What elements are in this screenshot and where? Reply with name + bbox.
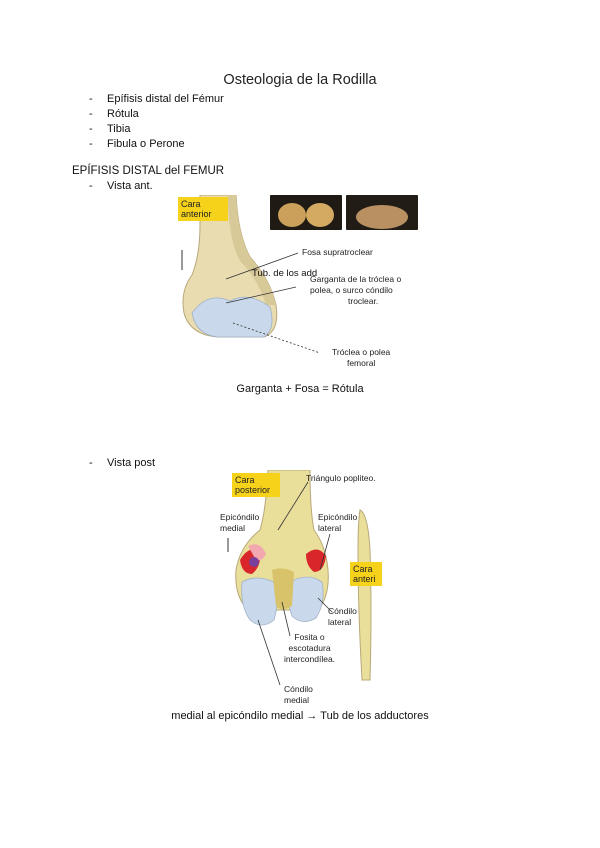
photo-femur-2-image <box>356 205 408 229</box>
label-epicondilo-lateral: Epicóndilo lateral <box>318 512 358 533</box>
anterior-femur-illustration <box>181 194 321 354</box>
posterior-femur-figure: Cara posterior Cara anteri Triángulo pop… <box>218 469 388 710</box>
list-item: -Tibia <box>89 123 131 135</box>
label-condilo-lateral: Cóndilo lateral <box>328 606 357 627</box>
page-title: Osteologia de la Rodilla <box>223 72 377 88</box>
caption-posterior: medial al epicóndilo medial → Tub de los… <box>171 710 429 722</box>
label-fosa-supratroclear: Fosa supratroclear <box>302 247 373 257</box>
posterior-femur-illustration <box>227 469 372 686</box>
label-condilo-medial: Cóndilo medial <box>284 684 313 705</box>
label-fosita-intercondilea: Fosita o escotadura intercondílea. <box>284 632 336 664</box>
list-item: -Rótula <box>89 108 139 120</box>
list-item: -Epífisis distal del Fémur <box>89 93 224 105</box>
anterior-femur-figure: Cara anterior Fosa supratroclear Tub. de… <box>178 194 438 375</box>
label-troclea: Tróclea o polea femoral <box>332 347 391 368</box>
label-cara-posterior: Cara posterior <box>232 473 280 497</box>
caption-anterior: Garganta + Fosa = Rótula <box>236 383 364 395</box>
label-cara-anterior-side: Cara anteri <box>350 562 382 586</box>
label-triangulo-popliteo: Triángulo popliteo. <box>306 473 376 483</box>
photo-femur-1-image <box>278 203 334 227</box>
label-epicondilo-medial: Epicóndilo medial <box>220 512 260 533</box>
label-tub-add: Tub. de los add <box>252 268 318 279</box>
list-item: -Fibula o Perone <box>89 138 185 150</box>
subheading-posterior: -Vista post <box>89 457 156 469</box>
photo-femur-1 <box>270 195 342 230</box>
bones-list: -Epífisis distal del Fémur -Rótula -Tibi… <box>89 92 224 152</box>
subheading-anterior: -Vista ant. <box>89 180 153 192</box>
label-cara-anterior: Cara anterior <box>178 197 228 221</box>
section-heading: EPÍFISIS DISTAL del FEMUR <box>72 165 225 177</box>
label-garganta: Garganta de la tróclea o polea, o surco … <box>310 274 402 306</box>
photo-femur-2 <box>346 195 418 230</box>
